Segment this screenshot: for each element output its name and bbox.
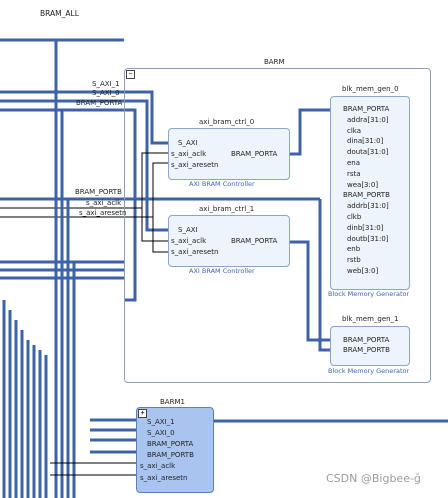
barm1-port-s-axi-0[interactable]: S_AXI_0 (147, 429, 175, 437)
axi-bram-ctrl-0-port-bram-porta[interactable]: BRAM_PORTA (231, 150, 278, 158)
axi-bram-ctrl-1-block[interactable] (168, 215, 290, 267)
barm1-buses (54, 40, 136, 498)
port-label-s-axi-aclk: s_axi_aclk (86, 199, 122, 207)
barm1-port-bram-portb[interactable]: BRAM_PORTB (147, 451, 194, 459)
blk-mem-gen-1-title: blk_mem_gen_1 (342, 315, 399, 323)
barm-block[interactable] (124, 68, 431, 383)
axi-bram-ctrl-0-block[interactable] (168, 128, 290, 180)
blk-mem-gen-0-port-bram-portb[interactable]: BRAM_PORTB (343, 191, 390, 200)
blk-mem-gen-0-port-rsta[interactable]: rsta (347, 169, 361, 178)
blk-mem-gen-0-port-wea-3-0[interactable]: wea[3:0] (347, 180, 379, 189)
blk-mem-gen-0-port-clkb[interactable]: clkb (347, 213, 362, 221)
blk-mem-gen-0-port-doutb-31-0[interactable]: doutb[31:0] (347, 234, 389, 243)
blk-mem-gen-0-subtitle: Block Memory Generator (328, 290, 410, 298)
blk-mem-gen-0-port-ena[interactable]: ena (347, 159, 361, 167)
barm1-port-bram-porta[interactable]: BRAM_PORTA (147, 440, 194, 448)
blk-mem-gen-0-port-douta-31-0[interactable]: douta[31:0] (347, 148, 389, 157)
blk-mem-gen-0-port-rstb[interactable]: rstb (347, 256, 361, 265)
axi-bram-ctrl-1-port-aclk[interactable]: s_axi_aclk (171, 237, 207, 245)
barm1-port-s-axi-aresetn[interactable]: s_axi_aresetn (140, 474, 188, 482)
blk-mem-gen-0-port-dina-31-0[interactable]: dina[31:0] (347, 137, 384, 146)
port-label-bram-porta: BRAM_PORTA (76, 99, 123, 107)
port-label-bram-portb: BRAM_PORTB (75, 188, 122, 196)
axi-bram-ctrl-1-subtitle: AXI BRAM Controller (189, 267, 255, 275)
barm1-title: BARM1 (160, 398, 185, 406)
axi-bram-ctrl-1-port-aresetn[interactable]: s_axi_aresetn (171, 248, 219, 256)
blk-mem-gen-0-port-enb[interactable]: enb (347, 245, 361, 254)
port-label-s-axi-aresetn: s_axi_aresetn (79, 209, 127, 217)
barm1-port-s-axi-1[interactable]: S_AXI_1 (147, 418, 175, 426)
axi-bram-ctrl-0-title: axi_bram_ctrl_0 (199, 118, 255, 126)
axi-bram-ctrl-0-port-s-axi[interactable]: S_AXI (178, 139, 198, 147)
blk-mem-gen-0-port-addrb-31-0[interactable]: addrb[31:0] (347, 202, 389, 211)
blk-mem-gen-0-port-clka[interactable]: clka (347, 126, 362, 135)
barm-internal-buses (124, 90, 330, 352)
port-label-s-axi-0: S_AXI_0 (92, 89, 120, 97)
barm1-port-s-axi-aclk[interactable]: s_axi_aclk (140, 462, 176, 470)
barm1-block[interactable] (136, 407, 214, 493)
blk-mem-gen-0-port-dinb-31-0[interactable]: dinb[31:0] (347, 223, 384, 232)
blk-mem-gen-1-port-bram-porta[interactable]: BRAM_PORTA (343, 336, 390, 344)
barm-internal-nets (124, 152, 168, 253)
left-bus-lines (2, 300, 48, 498)
blk-mem-gen-0-block[interactable] (330, 96, 410, 290)
axi-bram-ctrl-0-port-aresetn[interactable]: s_axi_aresetn (171, 161, 219, 169)
blk-mem-gen-0-title: blk_mem_gen_0 (342, 85, 399, 93)
barm1-expand-button[interactable]: + (138, 409, 147, 418)
blk-mem-gen-1-port-bram-portb[interactable]: BRAM_PORTB (343, 346, 390, 354)
blk-mem-gen-1-subtitle: Block Memory Generator (328, 367, 410, 375)
barm1-nets (50, 462, 136, 476)
axi-bram-ctrl-1-title: axi_bram_ctrl_1 (199, 205, 255, 213)
axi-bram-ctrl-1-port-bram-porta[interactable]: BRAM_PORTA (231, 237, 278, 245)
bram-all-title: BRAM_ALL (40, 9, 79, 18)
blk-mem-gen-1-block[interactable] (330, 326, 410, 366)
watermark: CSDN @Bigbee-ğ (326, 472, 421, 485)
barm-collapse-button[interactable]: − (126, 70, 135, 79)
blk-mem-gen-0-port-web-3-0[interactable]: web[3:0] (347, 267, 379, 275)
axi-bram-ctrl-1-port-s-axi[interactable]: S_AXI (178, 226, 198, 234)
axi-bram-ctrl-0-port-aclk[interactable]: s_axi_aclk (171, 150, 207, 158)
port-label-s-axi-1: S_AXI_1 (92, 80, 120, 88)
barm-title: BARM (264, 58, 285, 66)
axi-bram-ctrl-0-subtitle: AXI BRAM Controller (189, 180, 255, 188)
blk-mem-gen-0-port-addra-31-0[interactable]: addra[31:0] (347, 115, 389, 124)
blk-mem-gen-0-port-bram-porta[interactable]: BRAM_PORTA (343, 105, 390, 113)
